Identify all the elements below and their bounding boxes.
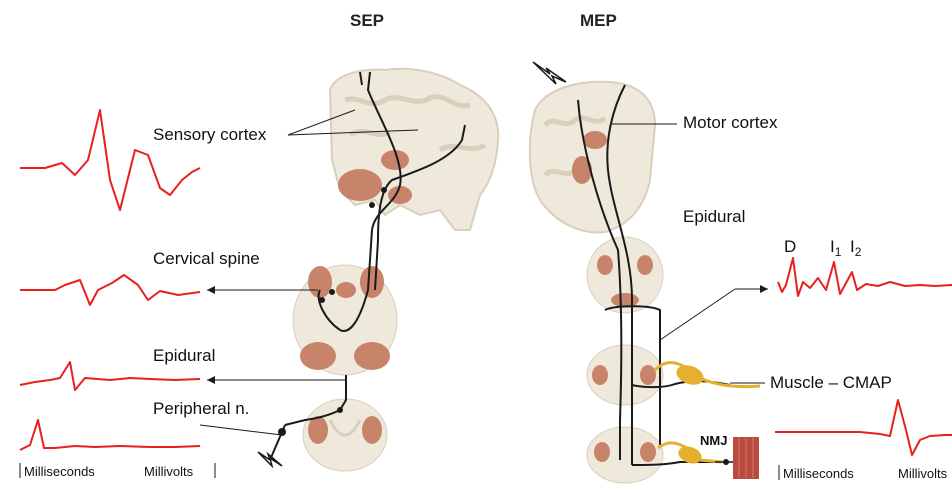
sep-stimulus-bolt-icon xyxy=(258,452,282,466)
sep-epidural-arrow xyxy=(207,376,346,384)
sep-lower-cord xyxy=(303,399,387,471)
label-i1-wave: I1 xyxy=(830,237,842,259)
mep-epidural-trace xyxy=(778,258,952,296)
sep-scale-millivolts: Millivolts xyxy=(144,464,194,479)
label-sep-epidural: Epidural xyxy=(153,346,215,365)
sep-scale-milliseconds: Milliseconds xyxy=(24,464,95,479)
label-nmj: NMJ xyxy=(700,433,727,448)
mep-cord-lower xyxy=(587,427,663,483)
label-cervical-spine: Cervical spine xyxy=(153,249,260,268)
label-peripheral-n: Peripheral n. xyxy=(153,399,249,418)
sep-epidural-trace xyxy=(20,362,200,390)
mep-scale-millivolts: Millivolts xyxy=(898,466,948,481)
mep-epidural-arrow xyxy=(660,285,768,340)
mep-stimulus-bolt-icon xyxy=(533,62,566,84)
sep-peripheral-trace xyxy=(20,420,200,450)
mep-header: MEP xyxy=(580,11,617,30)
mep-cord-middle xyxy=(587,345,663,405)
sep-cervical-trace xyxy=(20,275,200,305)
mep-cmap-trace xyxy=(775,400,952,455)
label-d-wave: D xyxy=(784,237,796,256)
label-motor-cortex: Motor cortex xyxy=(683,113,778,132)
sep-cervical-cord xyxy=(293,265,397,375)
sep-header: SEP xyxy=(350,11,384,30)
label-sensory-cortex: Sensory cortex xyxy=(153,125,267,144)
label-i2-wave: I2 xyxy=(850,237,862,259)
sep-brain xyxy=(330,69,498,230)
mep-brain xyxy=(530,82,655,233)
label-muscle-cmap: Muscle – CMAP xyxy=(770,373,892,392)
label-mep-epidural: Epidural xyxy=(683,207,745,226)
mep-scale-milliseconds: Milliseconds xyxy=(783,466,854,481)
